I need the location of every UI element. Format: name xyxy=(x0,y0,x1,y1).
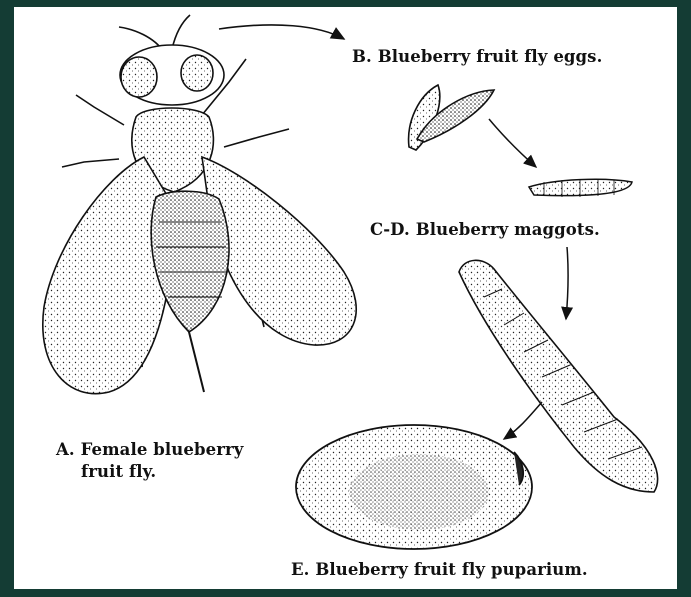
young-maggot-figure xyxy=(529,179,632,197)
puparium-figure xyxy=(296,425,532,549)
arrow-eggs-to-larva xyxy=(489,119,536,167)
label-eggs: B. Blueberry fruit fly eggs. xyxy=(352,47,602,66)
arrow-fly-to-eggs xyxy=(219,25,344,39)
illustration-panel: B. Blueberry fruit fly eggs. C-D. Bluebe… xyxy=(14,7,677,589)
label-puparium: E. Blueberry fruit fly puparium. xyxy=(291,560,588,579)
label-maggots: C-D. Blueberry maggots. xyxy=(370,220,600,239)
female-fly-figure xyxy=(43,15,356,394)
life-cycle-drawing xyxy=(14,7,677,589)
label-female-line1: A. Female blueberry xyxy=(56,439,243,461)
arrow-maggot-to-puparium xyxy=(504,402,542,439)
eggs-figure xyxy=(409,85,494,150)
arrow-to-maggot xyxy=(566,247,568,319)
label-female-line2: fruit fly. xyxy=(56,461,243,483)
label-female-fly: A. Female blueberry fruit fly. xyxy=(56,439,243,483)
